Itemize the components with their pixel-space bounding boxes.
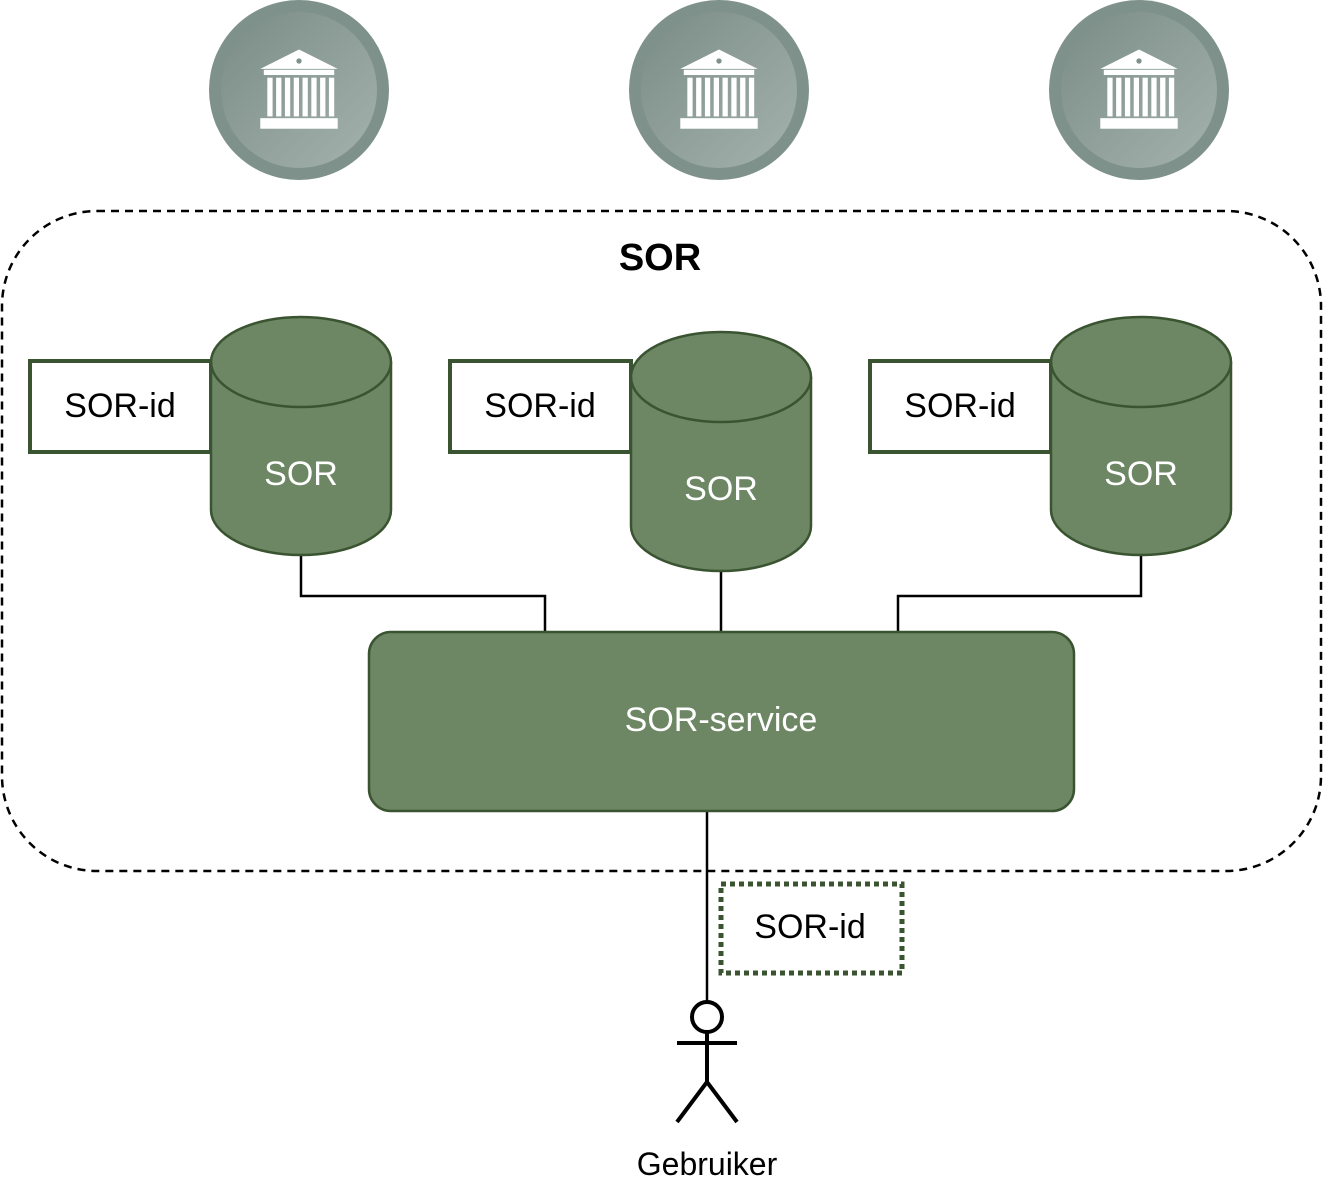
database-1: SOR — [209, 315, 393, 557]
group-title: SOR — [619, 237, 701, 279]
sor-id-tag-1: SOR-id — [28, 359, 213, 454]
database-label: SOR — [1104, 455, 1178, 493]
actor-label: Gebruiker — [637, 1146, 778, 1182]
database-label: SOR — [264, 455, 338, 493]
sor-group-boundary — [0, 209, 1323, 873]
user-actor-icon — [675, 1000, 739, 1124]
svg-text:SOR-id: SOR-id — [484, 387, 595, 425]
svg-text:SOR-id: SOR-id — [754, 908, 865, 946]
connector-db3-service — [896, 556, 1143, 632]
organization-2 — [629, 0, 809, 180]
organization-1 — [209, 0, 389, 180]
database-label: SOR — [684, 470, 758, 508]
organization-3 — [1049, 0, 1229, 180]
svg-text:SOR-id: SOR-id — [64, 387, 175, 425]
sor-id-tag-3: SOR-id — [868, 359, 1053, 454]
service-label: SOR-service — [625, 701, 818, 739]
svg-text:SOR-id: SOR-id — [904, 387, 1015, 425]
sor-service-box: SOR-service — [367, 630, 1076, 813]
database-2: SOR — [629, 330, 813, 573]
sor-id-tag-2: SOR-id — [448, 359, 633, 454]
connector-db1-service — [299, 556, 547, 632]
request-sor-id-tag: SOR-id — [718, 881, 905, 976]
database-3: SOR — [1049, 315, 1233, 557]
connectors — [299, 556, 1143, 1002]
